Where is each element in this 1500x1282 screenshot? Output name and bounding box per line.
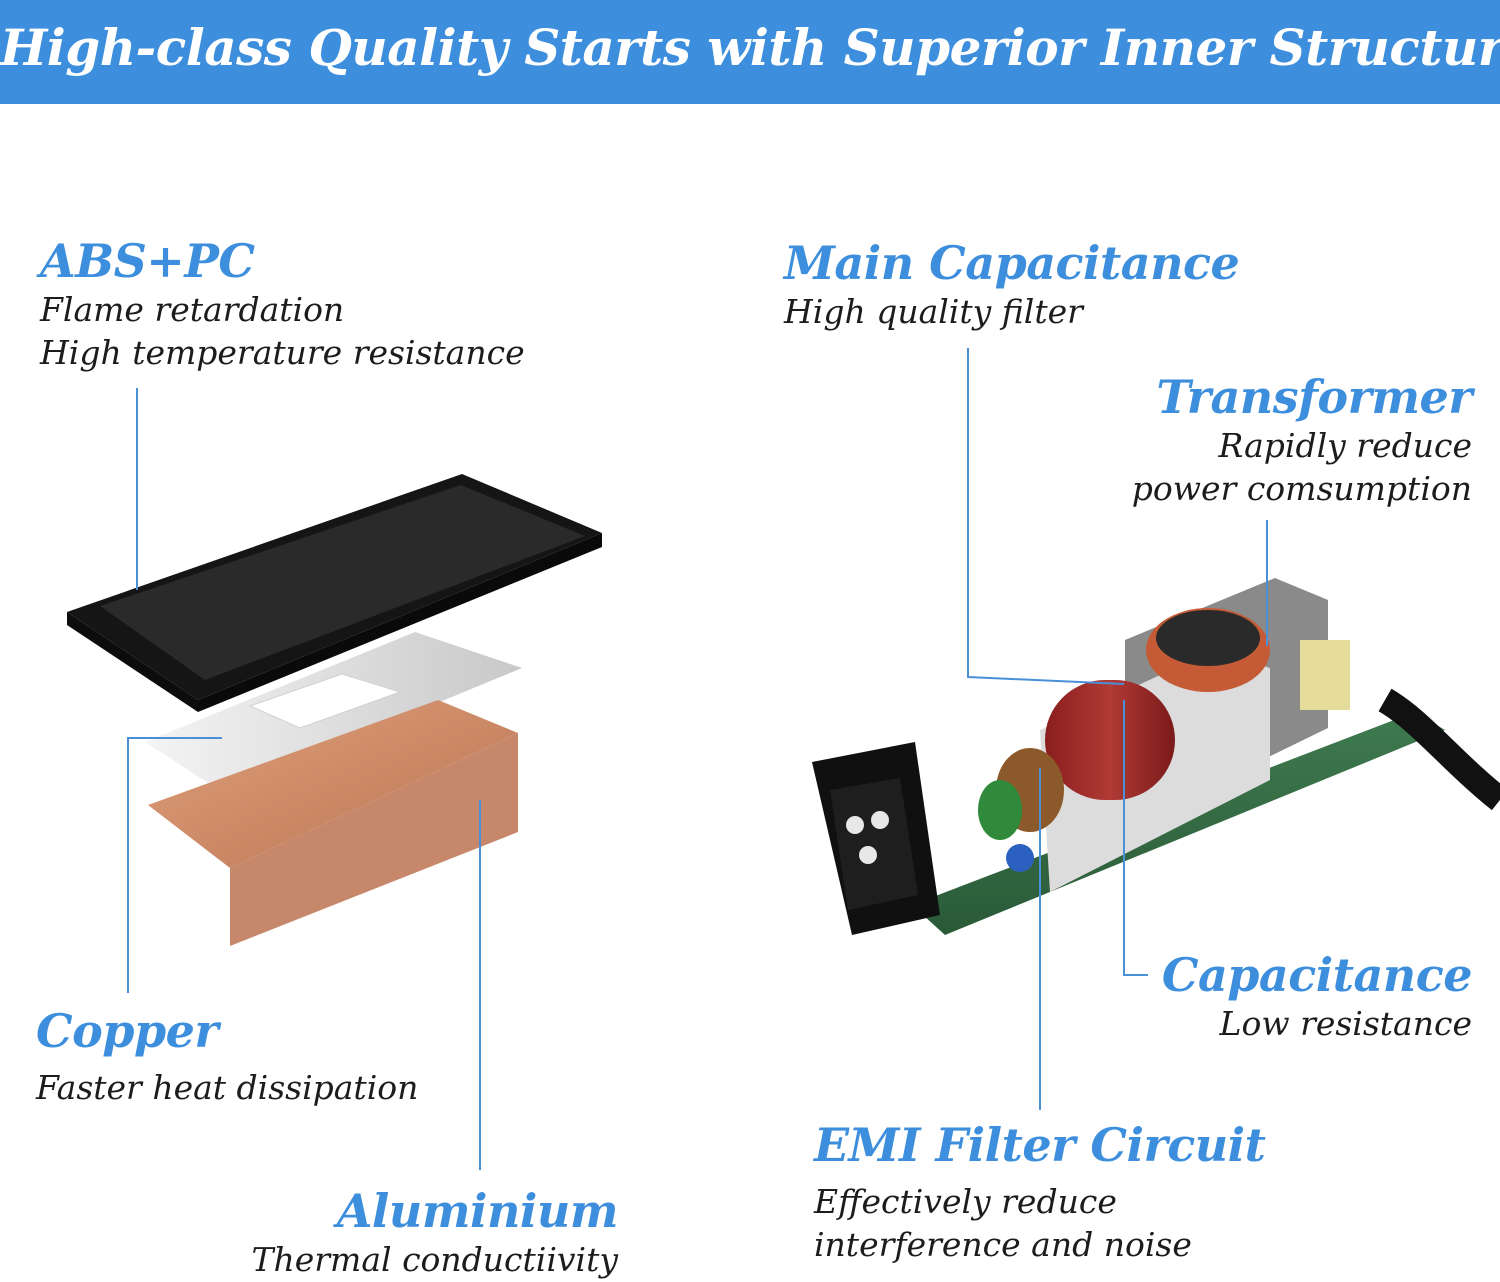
callout-copper-title: Copper [36,1004,219,1058]
callout-abs-pc: ABS+PC Flame retardation High temperatur… [40,234,525,374]
callout-aluminium-line-1: Thermal conductiivity [251,1240,618,1279]
aluminium-sheet-illustration [145,632,522,792]
callout-transformer: Transformer Rapidly reduce power comsump… [1131,370,1473,510]
callout-transformer-title: Transformer [1156,370,1472,424]
callout-main-capacitance-line-1: High quality filter [784,292,1083,331]
callout-transformer-line-1: Rapidly reduce [1218,426,1472,465]
callout-emi-filter-line-2: interference and noise [814,1225,1192,1264]
callout-copper: Copper Faster heat dissipation [36,1004,418,1109]
callout-copper-line-1: Faster heat dissipation [36,1068,419,1107]
callout-emi-filter-line-1: Effectively reduce [814,1182,1117,1221]
leader-lines [127,348,1268,1170]
callout-capacitance-line-1: Low resistance [1219,1004,1472,1043]
banner-title: High-class Quality Starts with Superior … [0,18,1500,77]
power-board-illustration [812,578,1500,935]
callout-emi-filter-title: EMI Filter Circuit [814,1118,1266,1172]
callout-main-capacitance-title: Main Capacitance [784,236,1240,290]
title-banner: High-class Quality Starts with Superior … [0,0,1500,104]
copper-sheet-illustration [148,700,518,946]
callout-abs-pc-line-2: High temperature resistance [40,333,525,372]
callout-abs-pc-line-1: Flame retardation [40,290,345,329]
callout-emi-filter: EMI Filter Circuit Effectively reduce in… [814,1118,1266,1266]
callout-aluminium: Aluminium Thermal conductiivity [251,1184,618,1281]
callout-capacitance-title: Capacitance [1161,948,1473,1002]
callout-main-capacitance: Main Capacitance High quality filter [784,236,1240,333]
callout-aluminium-title: Aluminium [336,1184,619,1238]
abs-pc-cover-illustration [67,474,602,712]
callout-capacitance: Capacitance Low resistance [1161,948,1473,1045]
callout-transformer-line-2: power comsumption [1131,469,1472,508]
callout-abs-pc-title: ABS+PC [40,234,255,288]
